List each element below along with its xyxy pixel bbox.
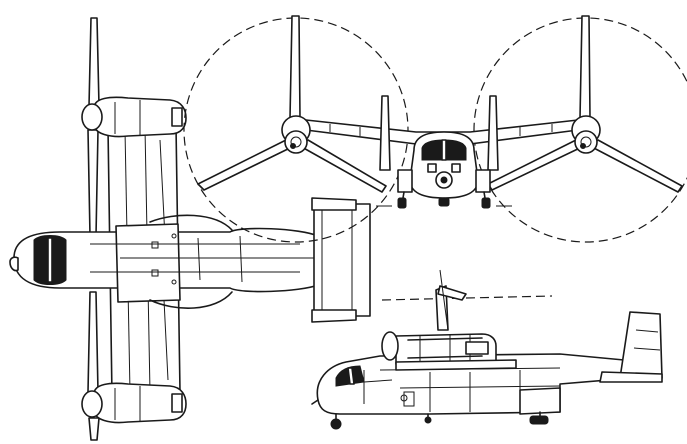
side-view-landing-gear [330,411,549,430]
front-view-right-rotor-disc [473,17,687,243]
top-view [9,17,371,441]
front-view-right-nacelle [571,115,601,154]
front-view-left-nacelle [281,115,311,154]
side-view [311,269,663,430]
front-view [183,15,687,243]
front-view-landing-gear [397,191,491,209]
side-view-vertical-tail [619,311,663,379]
side-view-rotor-disc [381,295,553,301]
front-view-left-rotor-disc [183,17,409,243]
